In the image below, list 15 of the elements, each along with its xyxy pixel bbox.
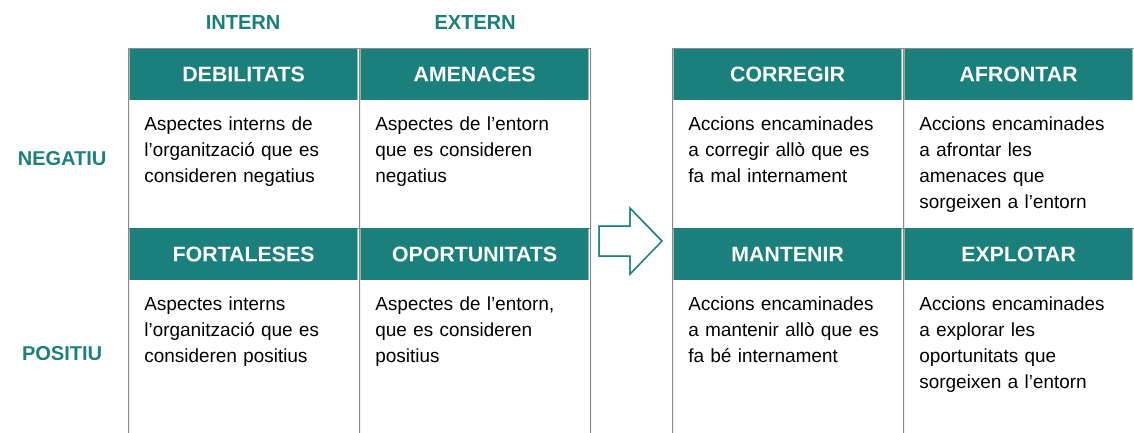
quadrant-cell: CORREGIR Accions encaminades a corregir allò que es fa mal internament <box>672 48 905 230</box>
block-arrow <box>598 205 664 277</box>
quadrant-cell: EXPLOTAR Accions encaminades a explorar les oportunitats que sorgeixen a l’entorn <box>903 228 1134 433</box>
axis-label: INTERN <box>207 15 279 29</box>
quadrant-cell: MANTENIR Accions encaminades a mantenir allò que es fa bé internament <box>672 228 905 433</box>
axis-label: POSITIU <box>23 345 101 361</box>
quadrant-cell: AFRONTAR Accions encaminades a afrontar les amenaces que sorgeixen a l’entorn <box>903 48 1134 230</box>
quadrant-cell: DEBILITATS Aspectes interns de l’organització que es consideren negatius <box>128 48 361 230</box>
quadrant-cell: OPORTUNITATS Aspectes de l’entorn, que es consideren positius <box>359 228 592 433</box>
quadrant-cell: FORTALESES Aspectes interns l’organització que es consideren positius <box>128 228 361 433</box>
axis-label: EXTERN <box>435 15 515 29</box>
table-frame <box>672 48 1134 433</box>
quadrant-cell: AMENACES Aspectes de l’entorn que es consideren negatius <box>359 48 592 230</box>
table-frame <box>128 48 592 433</box>
axis-label: NEGATIU <box>19 150 106 166</box>
